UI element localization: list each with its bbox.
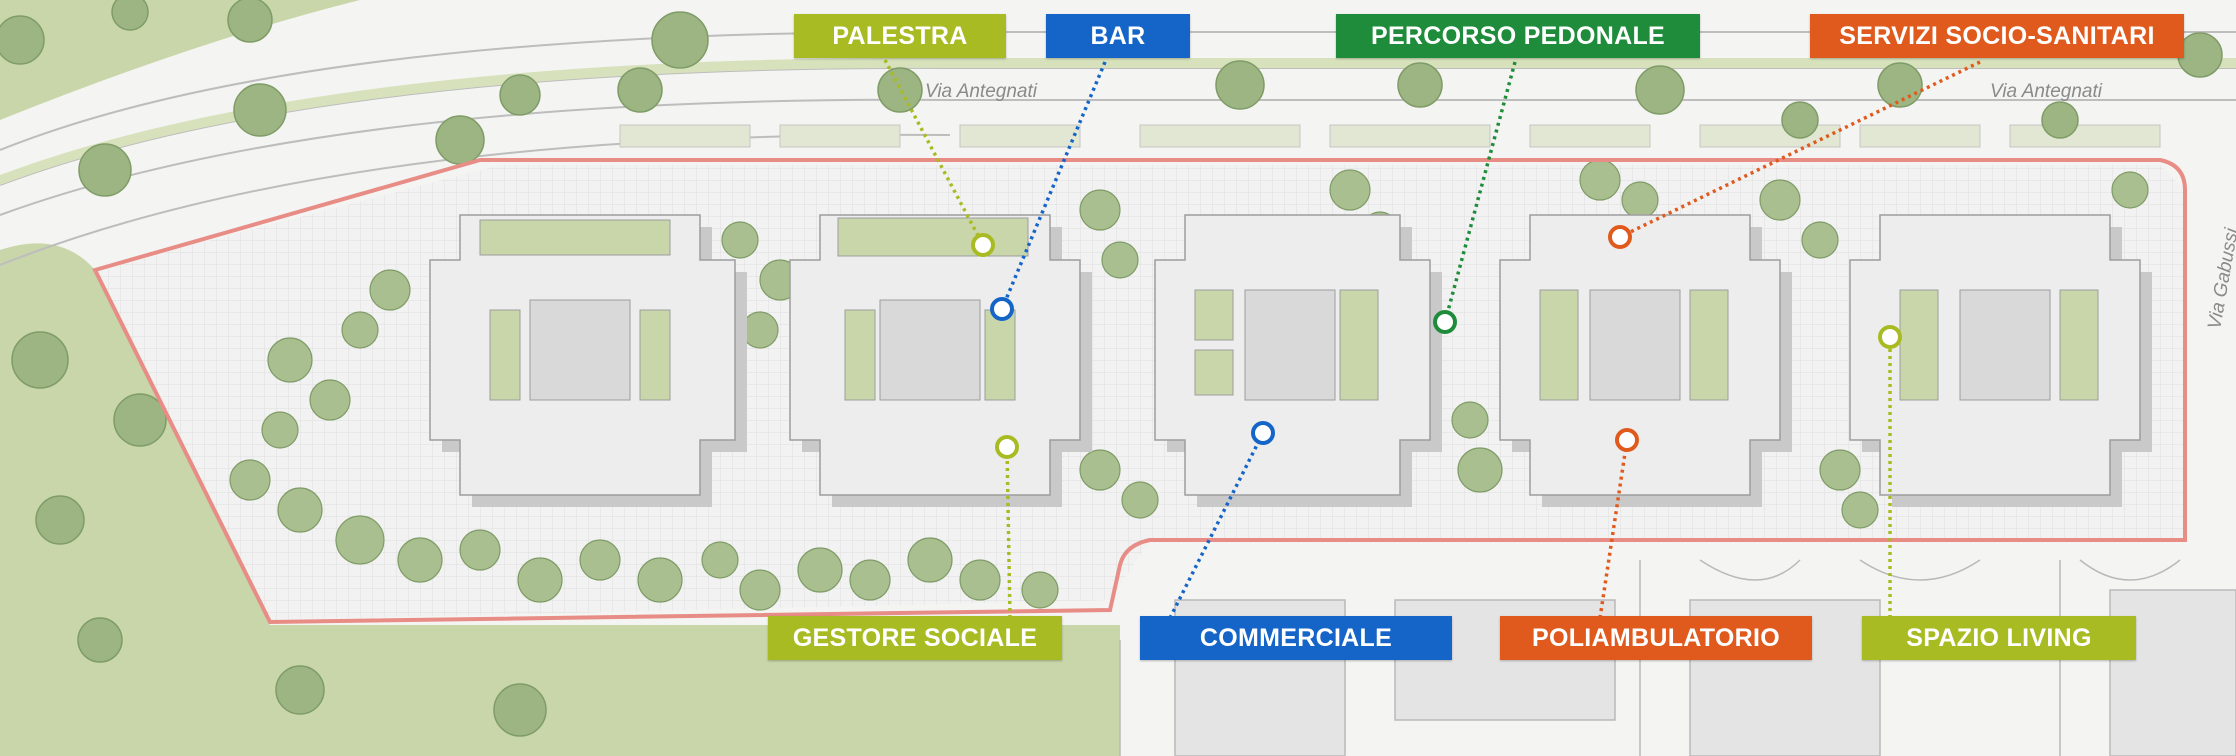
- leader-poliambulatorio: [1598, 439, 1629, 619]
- label-gestore-sociale: GESTORE SOCIALE: [768, 616, 1062, 660]
- trees: [0, 0, 2223, 737]
- markers: [971, 225, 1902, 459]
- marker-servizi-socio-sanitari: [1608, 225, 1632, 249]
- marker-poliambulatorio: [1615, 428, 1639, 452]
- leader-percorso-pedonale: [1443, 61, 1517, 323]
- label-spazio-living: SPAZIO LIVING: [1862, 616, 2136, 660]
- marker-bar: [990, 297, 1014, 321]
- label-percorso-pedonale: PERCORSO PEDONALE: [1336, 14, 1700, 58]
- label-palestra: PALESTRA: [794, 14, 1006, 58]
- building-4: [1499, 214, 1792, 507]
- marker-gestore-sociale: [995, 435, 1019, 459]
- marker-palestra: [971, 233, 995, 257]
- building-1: [429, 214, 747, 507]
- street-name-north-right: Via Antegnati: [1990, 81, 2103, 102]
- site-boundary: [92, 158, 2187, 625]
- street-name-north-left: Via Antegnati: [925, 81, 1038, 102]
- leader-gestore-sociale: [1005, 446, 1012, 619]
- building-3: [1154, 214, 1442, 507]
- label-poliambulatorio: POLIAMBULATORIO: [1500, 616, 1812, 660]
- site-trees: [229, 159, 2149, 611]
- upper-lawn: [0, 0, 360, 120]
- leader-lines: [883, 59, 1981, 619]
- label-commerciale: COMMERCIALE: [1140, 616, 1452, 660]
- marker-percorso-pedonale: [1433, 310, 1457, 334]
- building-5: [1849, 214, 2152, 507]
- marker-commerciale: [1251, 421, 1275, 445]
- label-bar: BAR: [1046, 14, 1190, 58]
- building-2: [789, 214, 1092, 507]
- leader-bar: [1000, 61, 1107, 310]
- marker-spazio-living: [1878, 325, 1902, 349]
- north-parking: [619, 124, 2161, 148]
- label-servizi-socio-sanitari: SERVIZI SOCIO-SANITARI: [1810, 14, 2184, 58]
